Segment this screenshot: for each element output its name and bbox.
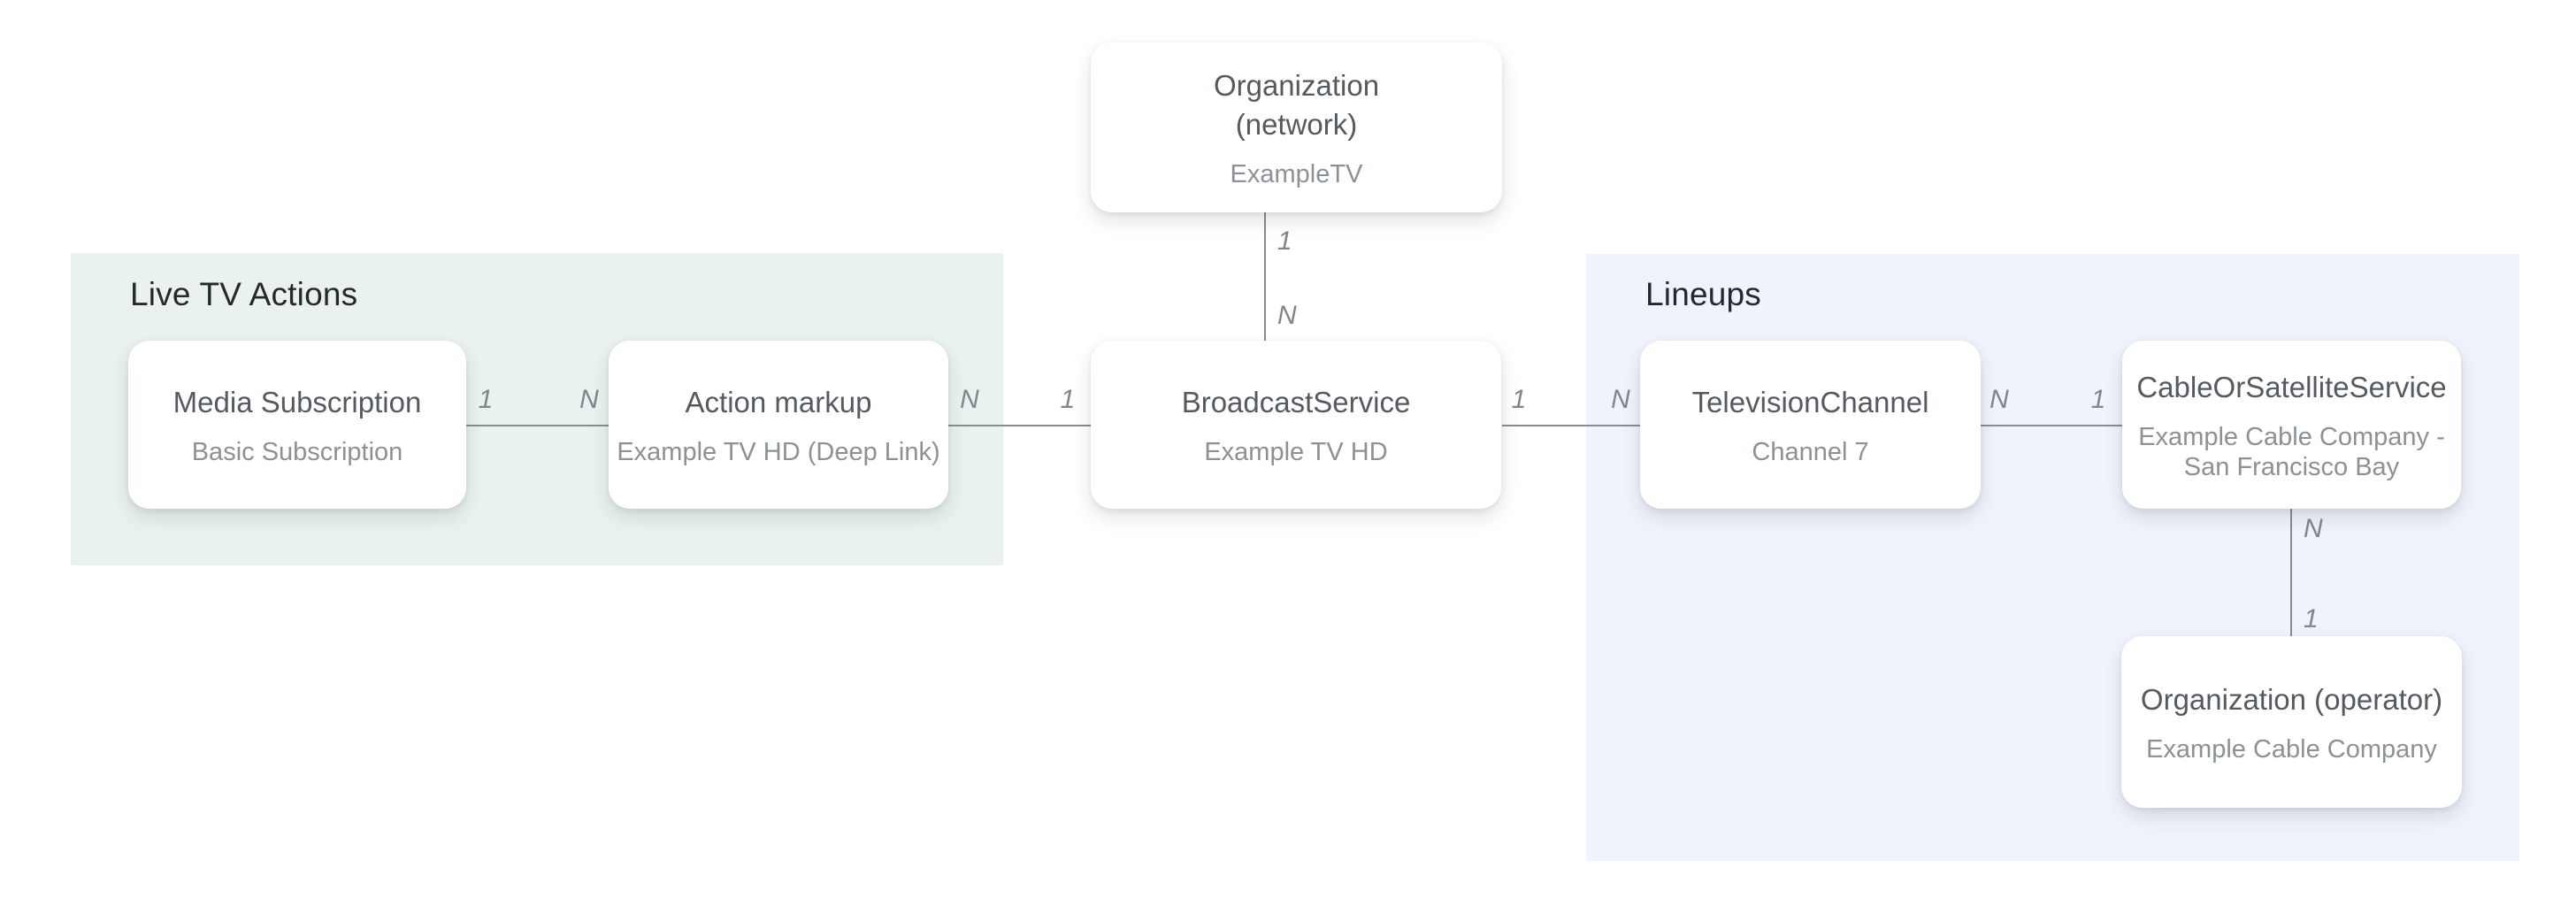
node-cable-or-satellite-service: CableOrSatelliteService Example Cable Co… bbox=[2122, 341, 2461, 509]
node-television-channel: TelevisionChannel Channel 7 bbox=[1640, 341, 1981, 509]
cardinality-actionmarkup-many-right: N bbox=[960, 385, 979, 414]
node-title: Media Subscription bbox=[172, 385, 422, 418]
node-subtitle: Example Cable Company - San Francisco Ba… bbox=[2138, 422, 2445, 481]
cardinality-mediasubscription-one: 1 bbox=[478, 385, 494, 414]
node-organization-operator: Organization (operator) Example Cable Co… bbox=[2121, 636, 2462, 808]
connector-cableservice-to-operator bbox=[2290, 509, 2292, 636]
node-broadcast-service: BroadcastService Example TV HD bbox=[1091, 341, 1501, 509]
node-media-subscription: Media Subscription Basic Subscription bbox=[128, 341, 466, 509]
connector-network-to-broadcastservice bbox=[1264, 212, 1266, 341]
cardinality-cableservice-one: 1 bbox=[2090, 385, 2106, 414]
lineups-section-label: Lineups bbox=[1645, 276, 1762, 312]
cardinality-broadcastservice-many: N bbox=[1277, 301, 1297, 330]
cardinality-broadcastservice-one-right: 1 bbox=[1511, 385, 1527, 414]
node-subtitle: Example TV HD bbox=[1204, 437, 1388, 466]
node-title: Organization (operator) bbox=[2140, 682, 2443, 716]
cardinality-operator-one: 1 bbox=[2304, 604, 2319, 633]
live-tv-actions-section-label: Live TV Actions bbox=[130, 276, 358, 312]
node-title: CableOrSatelliteService bbox=[2136, 370, 2447, 403]
node-subtitle: Basic Subscription bbox=[191, 437, 403, 466]
connector-actionmarkup-to-broadcastservice bbox=[948, 425, 1091, 426]
node-subtitle: Channel 7 bbox=[1752, 437, 1869, 466]
connector-mediasubscription-to-actionmarkup bbox=[466, 425, 609, 426]
cardinality-televisionchannel-many: N bbox=[1611, 385, 1630, 414]
node-title: Action markup bbox=[685, 385, 872, 418]
node-subtitle: Example Cable Company bbox=[2146, 734, 2437, 764]
node-title: TelevisionChannel bbox=[1691, 385, 1929, 418]
node-title: Organization (network) bbox=[1213, 68, 1380, 141]
node-organization-network: Organization (network) ExampleTV bbox=[1091, 42, 1502, 212]
node-subtitle: Example TV HD (Deep Link) bbox=[617, 437, 940, 466]
node-subtitle: ExampleTV bbox=[1230, 159, 1363, 188]
cardinality-actionmarkup-many: N bbox=[579, 385, 599, 414]
cardinality-cableservice-many-bottom: N bbox=[2304, 514, 2323, 543]
node-title: BroadcastService bbox=[1181, 385, 1411, 418]
cardinality-network-one: 1 bbox=[1277, 226, 1292, 256]
connector-broadcastservice-to-televisionchannel bbox=[1502, 425, 1640, 426]
cardinality-televisionchannel-many-right: N bbox=[1990, 385, 2009, 414]
connector-televisionchannel-to-cableservice bbox=[1981, 425, 2122, 426]
cardinality-broadcastservice-one-left: 1 bbox=[1060, 385, 1076, 414]
node-action-markup: Action markup Example TV HD (Deep Link) bbox=[609, 341, 948, 509]
